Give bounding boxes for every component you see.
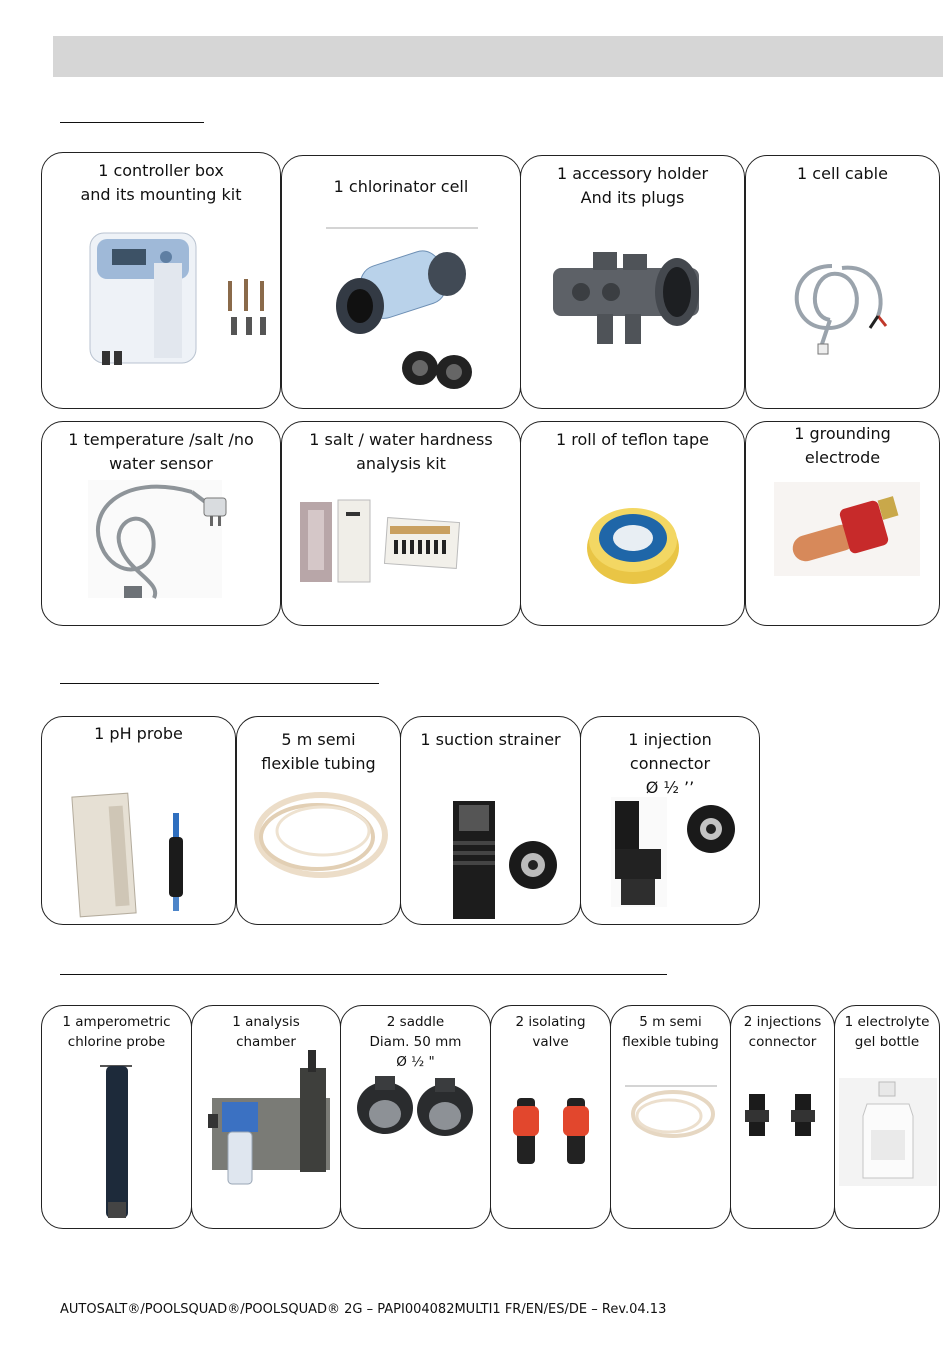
item-label: 1 chlorinator cell <box>333 177 469 196</box>
item-card-teflon-tape: 1 roll of teflon tape <box>520 421 745 626</box>
ph-probe-icon <box>71 792 183 918</box>
chlorine-probe-icon <box>100 1065 132 1218</box>
item-label: 1 analysis chamber <box>232 1014 300 1050</box>
cell-cable-icon <box>794 264 888 355</box>
item-label: 1 pH probe <box>94 724 183 743</box>
item-label: 1 electrolyte gel bottle <box>844 1014 930 1050</box>
item-card-sensor: 1 temperature /salt /no water sensor <box>41 421 281 626</box>
chlorinator-cell-icon <box>326 227 478 389</box>
tubing-icon <box>254 792 388 878</box>
saddle-icon <box>357 1076 473 1136</box>
item-card-isolating-valve: 2 isolating valve <box>490 1005 611 1229</box>
header-band <box>53 36 943 77</box>
suction-strainer-icon <box>453 801 557 919</box>
injection-connector-icon <box>611 797 735 907</box>
item-label: 1 accessory holder And its plugs <box>556 164 709 207</box>
section-2-rule <box>60 683 379 684</box>
item-card-controller-box: 1 controller box and its mounting kit <box>41 152 281 409</box>
item-card-chlorine-probe: 1 amperometric chlorine probe <box>41 1005 192 1229</box>
controller-box-icon <box>89 232 266 365</box>
item-card-analysis-chamber: 1 analysis chamber <box>191 1005 341 1229</box>
item-label: 2 isolating valve <box>515 1014 586 1050</box>
gel-bottle-icon <box>839 1078 937 1186</box>
teflon-tape-icon <box>587 508 679 584</box>
injections-connector-icon <box>745 1094 815 1136</box>
footer-text: AUTOSALT®/POOLSQUAD®/POOLSQUAD® 2G – PAP… <box>60 1302 667 1317</box>
item-card-gel-bottle: 1 electrolyte gel bottle <box>834 1005 940 1229</box>
item-card-cell-cable: 1 cell cable <box>745 155 940 409</box>
isolating-valve-icon <box>513 1098 589 1164</box>
grounding-electrode-icon <box>774 482 920 576</box>
analysis-kit-icon <box>300 499 461 583</box>
section-3-rule <box>60 974 667 975</box>
item-label: 2 injections connector <box>743 1014 822 1050</box>
accessory-holder-icon <box>553 252 699 344</box>
item-label: 1 salt / water hardness analysis kit <box>309 430 493 473</box>
item-card-chlorinator-cell: 1 chlorinator cell <box>281 155 521 409</box>
item-label: 1 cell cable <box>797 164 888 183</box>
item-card-tubing-small: 5 m semi flexible tubing <box>610 1005 731 1229</box>
tubing-small-icon <box>625 1085 717 1138</box>
item-card-analysis-kit: 1 salt / water hardness analysis kit <box>281 421 521 626</box>
item-card-saddle: 2 saddle Diam. 50 mm Ø ½ " <box>340 1005 491 1229</box>
item-label: 1 temperature /salt /no water sensor <box>68 430 254 473</box>
sensor-icon <box>88 480 227 599</box>
item-label: 1 roll of teflon tape <box>555 430 710 449</box>
item-label: 5 m semi flexible tubing <box>622 1014 719 1050</box>
item-label: 1 controller box and its mounting kit <box>80 161 242 204</box>
item-label: 2 saddle Diam. 50 mm Ø ½ " <box>369 1014 462 1070</box>
item-card-grounding-electrode: 1 grounding electrode <box>745 421 940 626</box>
item-label: 1 amperometric chlorine probe <box>62 1014 171 1050</box>
item-label: 1 injection connector Ø ½ ’’ <box>628 730 712 797</box>
analysis-chamber-icon <box>208 1050 330 1185</box>
item-label: 1 grounding electrode <box>794 424 891 467</box>
item-label: 1 suction strainer <box>420 730 561 749</box>
item-card-injection-connector: 1 injection connector Ø ½ ’’ <box>580 716 760 925</box>
item-label: 5 m semi flexible tubing <box>261 730 376 773</box>
section-1-rule <box>60 122 204 123</box>
item-card-tubing: 5 m semi flexible tubing <box>236 716 401 925</box>
item-card-suction-strainer: 1 suction strainer <box>400 716 581 925</box>
item-card-injections-connector: 2 injections connector <box>730 1005 835 1229</box>
item-card-accessory-holder: 1 accessory holder And its plugs <box>520 155 745 409</box>
item-card-ph-probe: 1 pH probe <box>41 716 236 925</box>
